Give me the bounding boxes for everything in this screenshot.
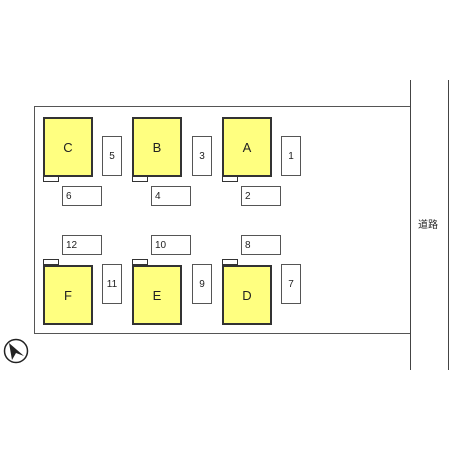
parking-space-10[interactable]: 10 — [151, 235, 191, 255]
building-d[interactable]: D — [222, 265, 272, 325]
parking-space-11[interactable]: 11 — [102, 264, 122, 304]
road-label: 道路 — [418, 220, 438, 231]
road-edge-line — [410, 80, 411, 370]
parking-space-1[interactable]: 1 — [281, 136, 301, 176]
building-e[interactable]: E — [132, 265, 182, 325]
parking-space-7[interactable]: 7 — [281, 264, 301, 304]
parking-space-4[interactable]: 4 — [151, 186, 191, 206]
parking-space-6[interactable]: 6 — [62, 186, 102, 206]
parking-space-2[interactable]: 2 — [241, 186, 281, 206]
building-d-entrance — [222, 259, 238, 265]
parking-space-3[interactable]: 3 — [192, 136, 212, 176]
site-boundary — [34, 106, 410, 334]
building-a-entrance — [222, 176, 238, 182]
building-b[interactable]: B — [132, 117, 182, 177]
parking-space-12[interactable]: 12 — [62, 235, 102, 255]
parking-space-5[interactable]: 5 — [102, 136, 122, 176]
building-f-entrance — [43, 259, 59, 265]
parking-space-9[interactable]: 9 — [192, 264, 212, 304]
road-far-edge-line — [448, 80, 449, 370]
building-b-entrance — [132, 176, 148, 182]
building-c-entrance — [43, 176, 59, 182]
building-f[interactable]: F — [43, 265, 93, 325]
building-e-entrance — [132, 259, 148, 265]
building-a[interactable]: A — [222, 117, 272, 177]
north-arrow-icon — [3, 338, 29, 364]
parking-space-8[interactable]: 8 — [241, 235, 281, 255]
building-c[interactable]: C — [43, 117, 93, 177]
